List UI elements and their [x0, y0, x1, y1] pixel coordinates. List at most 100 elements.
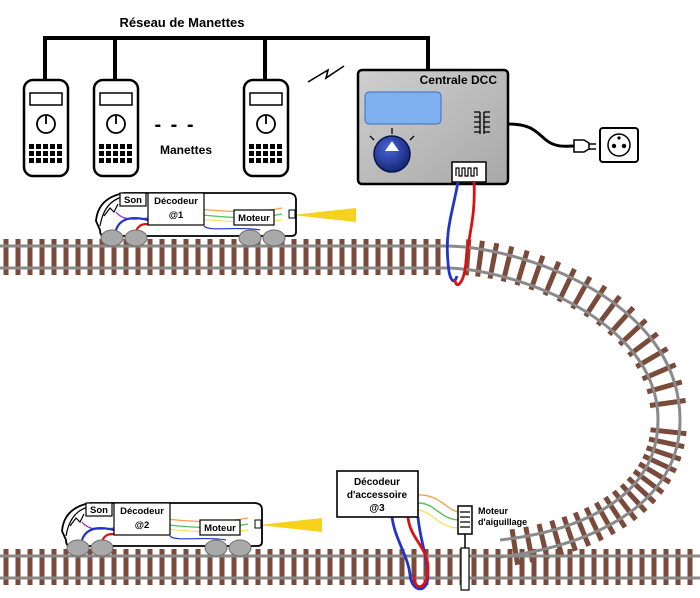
track-tie — [3, 549, 9, 585]
throttle-screen — [29, 92, 63, 106]
decoder-address: @1 — [169, 210, 184, 221]
track-tie — [231, 549, 237, 585]
track-tie — [615, 549, 621, 585]
throttle-3 — [242, 78, 290, 178]
wheel — [204, 539, 228, 557]
track-ties-top — [3, 239, 441, 275]
track-tie — [219, 549, 225, 585]
track-tie — [75, 549, 81, 585]
track-tie — [663, 549, 669, 585]
dcc-central-station: Centrale DCC — [356, 68, 510, 186]
track-tie — [147, 239, 153, 275]
track-tie — [75, 239, 81, 275]
track-tie — [387, 549, 393, 585]
wheel — [238, 229, 262, 247]
throttle-2 — [92, 78, 140, 178]
track-tie — [111, 239, 117, 275]
track-tie — [267, 549, 273, 585]
decoder-address: @2 — [135, 520, 150, 531]
track-tie — [279, 549, 285, 585]
track-tie — [339, 239, 345, 275]
track-tie — [351, 239, 357, 275]
track-tie — [3, 239, 9, 275]
track-tie — [303, 549, 309, 585]
turnout-motor-line2: d'aiguillage — [478, 517, 527, 527]
power-cord — [507, 122, 596, 153]
track-tie — [363, 239, 369, 275]
track-tie — [387, 239, 393, 275]
track-tie — [87, 549, 93, 585]
track-tie — [159, 239, 165, 275]
track-tie — [303, 239, 309, 275]
track-tie — [399, 549, 405, 585]
wheel — [100, 229, 124, 247]
decoder-label: Décodeur — [120, 506, 164, 517]
track-tie — [39, 239, 45, 275]
track-tie — [315, 549, 321, 585]
sound-module-label: Son — [90, 505, 108, 516]
central-title: Centrale DCC — [420, 73, 498, 87]
track-tie — [63, 239, 69, 275]
track-tie — [423, 239, 429, 275]
track-tie — [27, 549, 33, 585]
track-tie — [507, 549, 513, 585]
track-tie — [135, 239, 141, 275]
headlight-beam — [292, 208, 356, 222]
track-tie — [267, 239, 273, 275]
throttles-ellipsis: - - - — [154, 114, 195, 136]
track-tie — [123, 549, 129, 585]
turnout-motor-line1: Moteur — [478, 506, 508, 516]
track-tie — [243, 549, 249, 585]
track-tie — [531, 549, 537, 585]
track-tie — [291, 549, 297, 585]
track-tie — [483, 549, 489, 585]
track-tie — [639, 549, 645, 585]
track-tie — [626, 476, 657, 505]
network-title: Réseau de Manettes — [120, 15, 245, 30]
wheel — [124, 229, 148, 247]
track-tie — [555, 549, 561, 585]
track-tie — [15, 239, 21, 275]
track-tie — [675, 549, 681, 585]
track-tie — [195, 549, 201, 585]
decoder-label: Décodeur — [154, 196, 198, 207]
track-tie — [255, 239, 261, 275]
track-tie — [255, 549, 261, 585]
track-tie — [51, 239, 57, 275]
track-tie — [603, 549, 609, 585]
track-tie — [315, 239, 321, 275]
track-tie — [27, 239, 33, 275]
track-tie — [99, 549, 105, 585]
track-tie — [183, 239, 189, 275]
track-tie — [327, 239, 333, 275]
accessory-decoder: Décodeur d'accessoire @3 — [336, 470, 461, 591]
track-tie — [39, 549, 45, 585]
track-tie — [447, 549, 453, 585]
track-tie — [207, 239, 213, 275]
dcc-output-connector — [451, 161, 487, 183]
track-tie — [495, 549, 501, 585]
track-tie — [327, 549, 333, 585]
headlight-beam — [258, 518, 322, 532]
track-tie — [375, 549, 381, 585]
track-tie — [519, 549, 525, 585]
track-tie — [471, 549, 477, 585]
track-tie — [171, 239, 177, 275]
wheel — [66, 539, 90, 557]
central-display — [364, 91, 442, 125]
motor-label: Moteur — [204, 523, 236, 534]
track-tie — [375, 239, 381, 275]
wheel — [228, 539, 252, 557]
accessory-decoder-address: @3 — [369, 503, 385, 514]
throttle-1 — [22, 78, 70, 178]
track-tie — [171, 549, 177, 585]
track-tie — [183, 549, 189, 585]
track-tie — [651, 549, 657, 585]
track-tie — [219, 239, 225, 275]
wheel — [262, 229, 286, 247]
accessory-decoder-line2: d'accessoire — [347, 490, 408, 501]
track-tie — [291, 239, 297, 275]
motor-label: Moteur — [238, 213, 270, 224]
